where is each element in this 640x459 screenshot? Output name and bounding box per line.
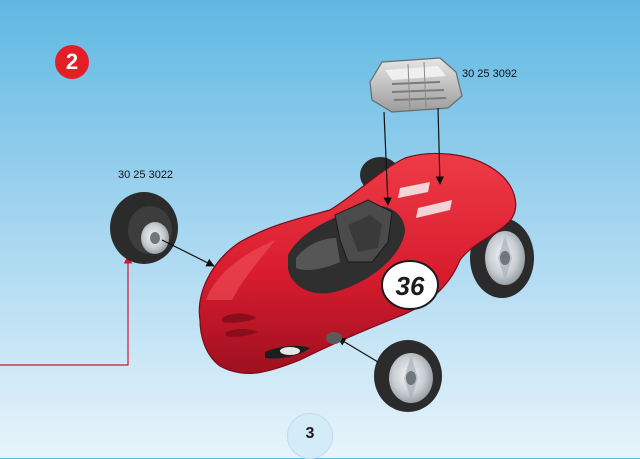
step-number-badge: 2 bbox=[55, 45, 89, 79]
wheel-arrow-left bbox=[161, 239, 215, 267]
engine-cover-part-number: 30 25 3092 bbox=[462, 68, 518, 80]
wheel-arrow-front bbox=[337, 337, 379, 363]
engine-arrows bbox=[383, 107, 444, 206]
front-axle bbox=[326, 332, 342, 344]
car-cockpit bbox=[288, 199, 405, 294]
wheel-part-number: 30 25 3022 bbox=[118, 169, 174, 181]
loose-wheel-left bbox=[110, 192, 178, 264]
svg-text:36: 36 bbox=[396, 271, 425, 301]
page-number: 3 bbox=[287, 413, 333, 459]
loose-wheel-front bbox=[374, 340, 442, 412]
door-number-decal: 36 bbox=[381, 260, 439, 310]
reference-line bbox=[0, 255, 133, 366]
engine-cover-part bbox=[369, 57, 463, 113]
